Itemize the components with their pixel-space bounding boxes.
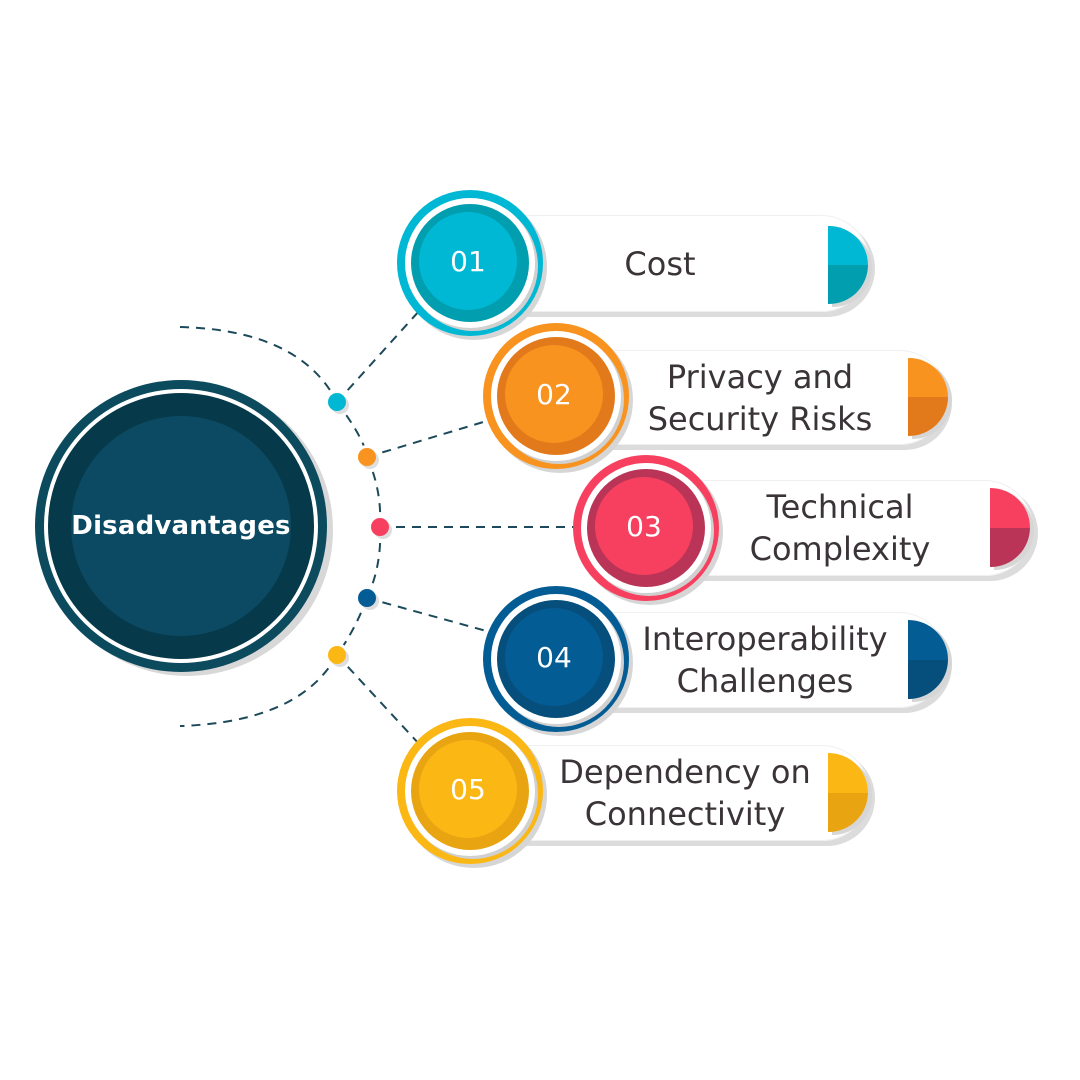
item-05-number: 05 bbox=[419, 740, 517, 838]
arc-bottom bbox=[179, 654, 338, 727]
arc-top bbox=[179, 326, 338, 403]
connector-dot-04 bbox=[358, 589, 376, 607]
item-01-label: Cost bbox=[624, 244, 696, 283]
item-01-number-badge: 01 bbox=[397, 190, 543, 336]
main-topic-circle: Disadvantages bbox=[35, 380, 327, 672]
item-04-number: 04 bbox=[505, 608, 603, 706]
connector-dot-03 bbox=[371, 518, 389, 536]
item-04-number-badge: 04 bbox=[483, 586, 629, 732]
item-02-label: Privacy and Security Risks bbox=[647, 357, 873, 438]
item-01-number: 01 bbox=[419, 212, 517, 310]
item-04-label: Interoperability Challenges bbox=[642, 620, 888, 700]
main-topic-title: Disadvantages bbox=[71, 511, 291, 541]
item-02-number-badge: 02 bbox=[483, 323, 629, 469]
connector-dot-05 bbox=[328, 646, 346, 664]
item-03-label: Technical Complexity bbox=[749, 488, 931, 568]
item-05-number-badge: 05 bbox=[397, 718, 543, 864]
item-05-label: Dependency on Connectivity bbox=[559, 753, 811, 833]
item-02-number: 02 bbox=[505, 345, 603, 443]
item-03-number-badge: 03 bbox=[573, 455, 719, 601]
item-03-number: 03 bbox=[595, 477, 693, 575]
connector-dot-01 bbox=[328, 393, 346, 411]
connector-dot-02 bbox=[358, 448, 376, 466]
item-03-tab bbox=[990, 488, 1030, 567]
